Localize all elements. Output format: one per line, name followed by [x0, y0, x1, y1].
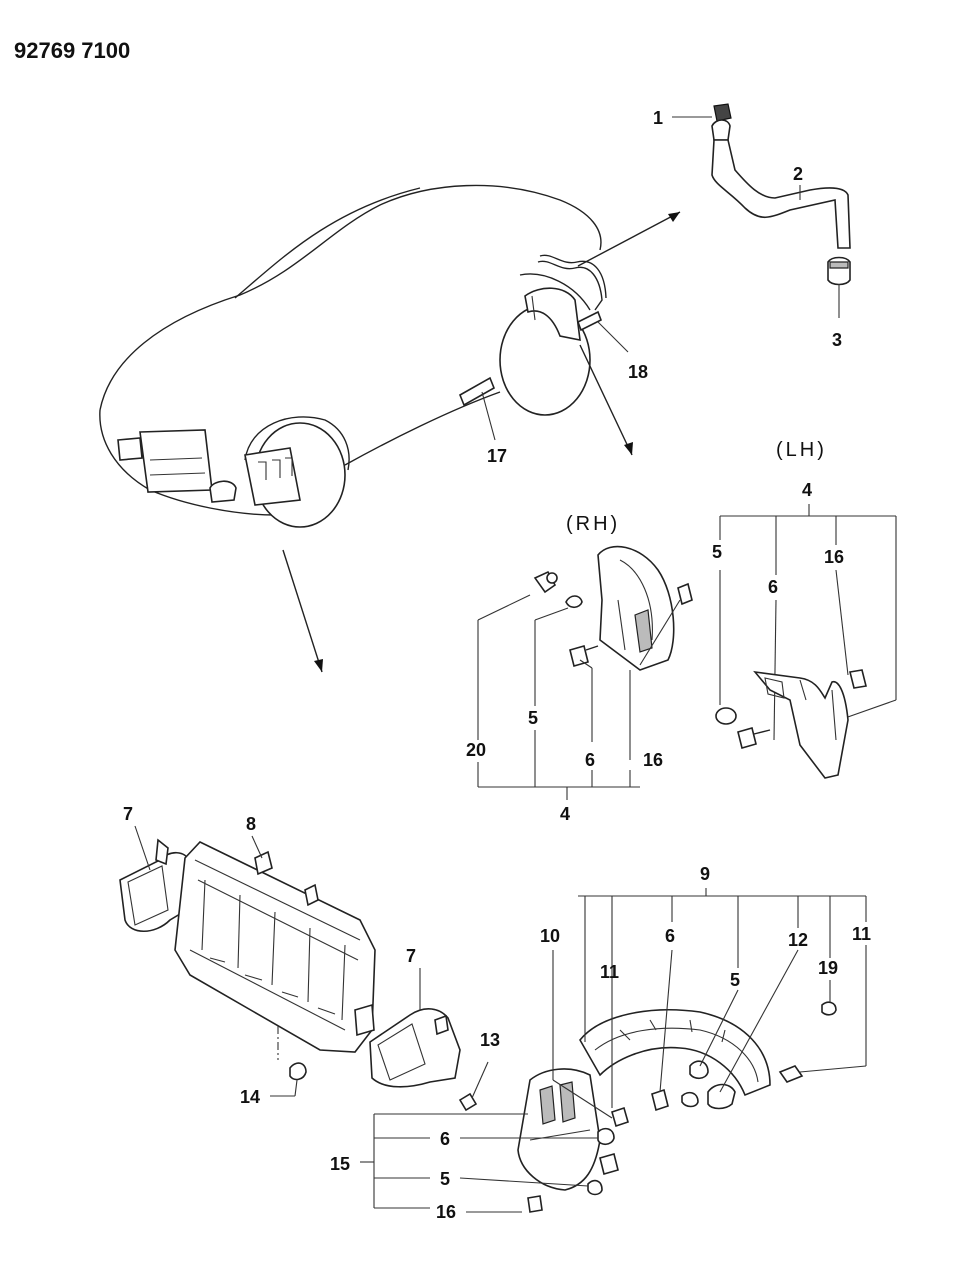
callout-20-rh: 20: [466, 740, 486, 760]
callout-18: 18: [628, 362, 648, 382]
side-label-lh: (LH): [776, 439, 827, 461]
callout-17: 17: [487, 446, 507, 466]
shield-leaders: [552, 888, 867, 1119]
diagram-id: 92769 7100: [14, 38, 130, 63]
callout-6-lh: 6: [768, 577, 778, 597]
callout-16c: 16: [436, 1202, 456, 1222]
callout-5c: 5: [440, 1169, 450, 1189]
group15-leaders: [360, 1113, 598, 1213]
callout-5-lh: 5: [712, 542, 722, 562]
callout-3: 3: [832, 330, 842, 350]
callout-6b: 6: [665, 926, 675, 946]
callout-8: 8: [246, 814, 256, 834]
side-label-rh: (RH): [566, 513, 620, 535]
rh-leaders: [477, 594, 681, 800]
callout-6-rh: 6: [585, 750, 595, 770]
callout-2: 2: [793, 164, 803, 184]
callout-16-rh: 16: [643, 750, 663, 770]
callout-14: 14: [240, 1087, 260, 1107]
callout-5b: 5: [730, 970, 740, 990]
lh-mud-guard: [715, 504, 897, 779]
hose-assembly: [672, 103, 851, 318]
callout-5-rh: 5: [528, 708, 538, 728]
pointer-arrows: [282, 211, 681, 673]
callout-4-lh: 4: [802, 480, 812, 500]
callout-11a: 11: [600, 962, 619, 982]
rh-mud-guard: [533, 545, 693, 671]
callout-4-rh: 4: [560, 804, 570, 824]
callout-13: 13: [480, 1030, 500, 1050]
callout-7b: 7: [406, 946, 416, 966]
air-duct-small: [369, 1008, 461, 1088]
callout-15: 15: [330, 1154, 350, 1174]
callout-16-lh: 16: [824, 547, 844, 567]
car-outline: [99, 184, 607, 528]
callout-11b: 11: [852, 924, 871, 944]
splash-shield: [517, 1001, 837, 1196]
callout-9: 9: [700, 864, 710, 884]
callout-12: 12: [788, 930, 808, 950]
callout-1: 1: [653, 108, 663, 128]
callout-10: 10: [540, 926, 560, 946]
callout-7a: 7: [123, 804, 133, 824]
callout-6c: 6: [440, 1129, 450, 1149]
air-duct-assembly: [119, 838, 376, 1053]
callout-19b: 19: [818, 958, 838, 978]
